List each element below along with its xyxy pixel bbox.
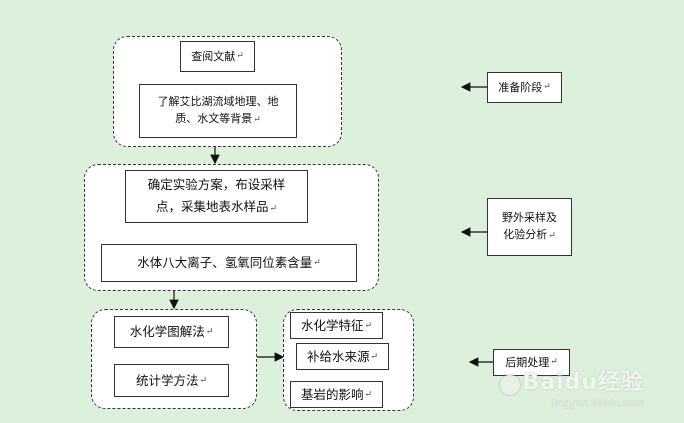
phase-post-label: 后期处理 <box>505 356 550 369</box>
paw-logo-icon <box>500 374 521 395</box>
method-statistics-box: 统计学方法↵ <box>114 364 229 397</box>
phase-prep-label: 准备阶段 <box>498 81 543 94</box>
phase-field-box: 野外采样及 化验分析↵ <box>487 198 572 256</box>
return-mark: ↵ <box>548 231 556 241</box>
stage2-plan-box: 确定实验方案，布设采样 点，采集地表水样品↵ <box>125 170 308 223</box>
result-hydrochem-box: 水化学特征↵ <box>290 312 383 339</box>
stage2-plan-line2: 点，采集地表水样品 <box>155 198 269 214</box>
watermark-sub: jingyan.baidu.com <box>551 398 644 409</box>
method-statistics-label: 统计学方法 <box>135 372 199 388</box>
return-mark: ↵ <box>253 115 261 125</box>
return-mark: ↵ <box>269 203 278 214</box>
stage2-ions-label: 水体八大离子、氢氧同位素含量 <box>137 255 313 270</box>
result-bedrock-label: 基岩的影响 <box>300 386 364 402</box>
phase-post-box: 后期处理↵ <box>493 349 570 376</box>
stage2-plan-line1: 确定实验方案，布设采样 <box>147 176 286 192</box>
stage1-literature-box: 查阅文献↵ <box>180 41 255 72</box>
return-mark: ↵ <box>370 351 379 362</box>
return-mark: ↵ <box>364 389 373 400</box>
phase-field-line2: 化验分析 <box>503 228 548 241</box>
stage1-literature-label: 查阅文献 <box>191 50 236 63</box>
method-graphic-box: 水化学图解法↵ <box>114 316 229 348</box>
phase-prep-box: 准备阶段↵ <box>487 72 562 103</box>
result-hydrochem-label: 水化学特征 <box>300 317 364 333</box>
phase-field-line1: 野外采样及 <box>502 211 557 224</box>
return-mark: ↵ <box>199 375 208 386</box>
result-recharge-label: 补给水来源 <box>306 348 370 364</box>
result-recharge-box: 补给水来源↵ <box>296 343 389 370</box>
return-mark: ↵ <box>205 327 214 337</box>
stage1-background-box: 了解艾比湖流域地理、地 质、水文等背景↵ <box>139 84 297 138</box>
result-bedrock-box: 基岩的影响↵ <box>290 381 383 408</box>
stage2-ions-box: 水体八大离子、氢氧同位素含量↵ <box>101 244 357 282</box>
return-mark: ↵ <box>236 51 244 61</box>
method-graphic-label: 水化学图解法 <box>129 324 205 339</box>
return-mark: ↵ <box>550 357 558 367</box>
baidu-watermark: Baidu经验 jingyan.baidu.com <box>500 364 644 409</box>
return-mark: ↵ <box>543 82 551 92</box>
return-mark: ↵ <box>364 320 373 331</box>
return-mark: ↵ <box>313 258 321 268</box>
stage1-background-line1: 了解艾比湖流域地理、地 <box>157 95 279 108</box>
stage1-background-line2: 质、水文等背景 <box>175 112 253 125</box>
watermark-main: Baidu经验 <box>522 370 644 395</box>
